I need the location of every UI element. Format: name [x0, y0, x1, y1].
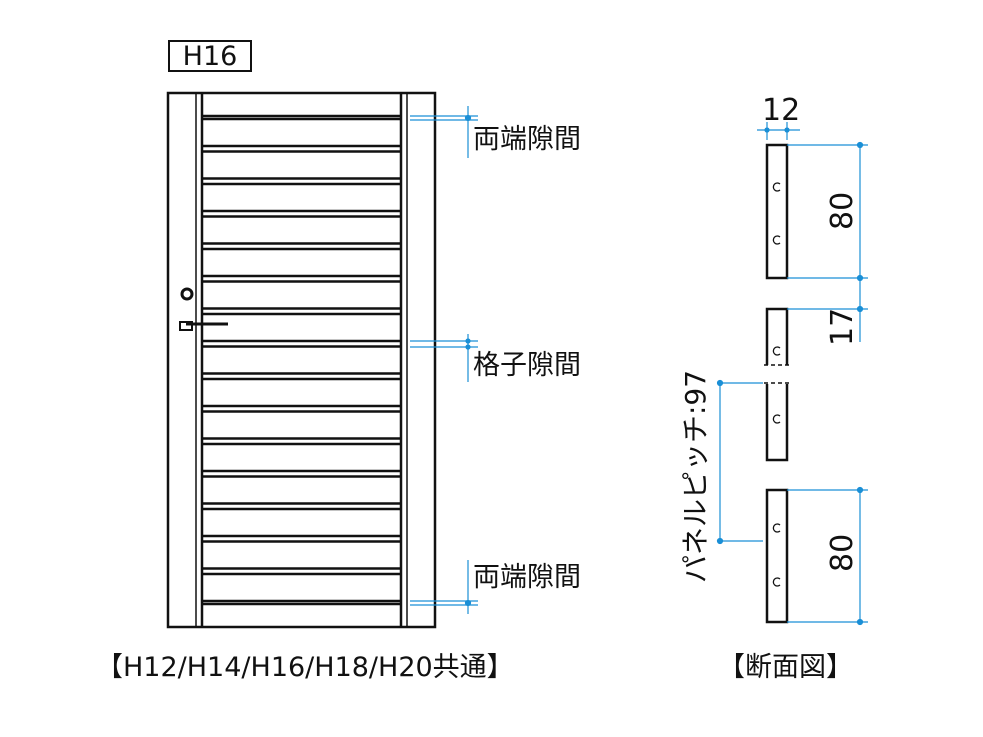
gap-dimension: 17 — [825, 307, 860, 346]
front-dimension-lines — [410, 106, 478, 614]
front-view-caption: 【H12/H14/H16/H18/H20共通】 — [96, 652, 514, 683]
gate-frame — [166, 91, 437, 629]
top-gap-label: 両端隙間 — [473, 124, 581, 155]
section-slat-broken — [765, 307, 789, 462]
section-view — [764, 143, 790, 624]
section-dimension-lines — [716, 122, 868, 626]
top-slat-height-dimension: 80 — [825, 191, 860, 230]
bottom-gap-label: 両端隙間 — [473, 562, 581, 593]
slat-gap-label: 格子隙間 — [473, 350, 581, 381]
key-cylinder-icon — [180, 287, 194, 301]
slat-lines — [202, 114, 401, 606]
model-label: H16 — [168, 40, 252, 72]
section-view-caption: 【断面図】 — [718, 652, 853, 683]
thickness-dimension: 12 — [762, 93, 801, 128]
lever-handle — [179, 321, 193, 331]
panel-pitch-dimension: パネルピッチ:97 — [679, 369, 712, 583]
section-slat — [765, 143, 789, 280]
slat-groove-marks — [772, 182, 781, 587]
section-slat — [765, 488, 789, 624]
bottom-slat-height-dimension: 80 — [825, 533, 860, 572]
gate-front-view — [166, 91, 437, 629]
